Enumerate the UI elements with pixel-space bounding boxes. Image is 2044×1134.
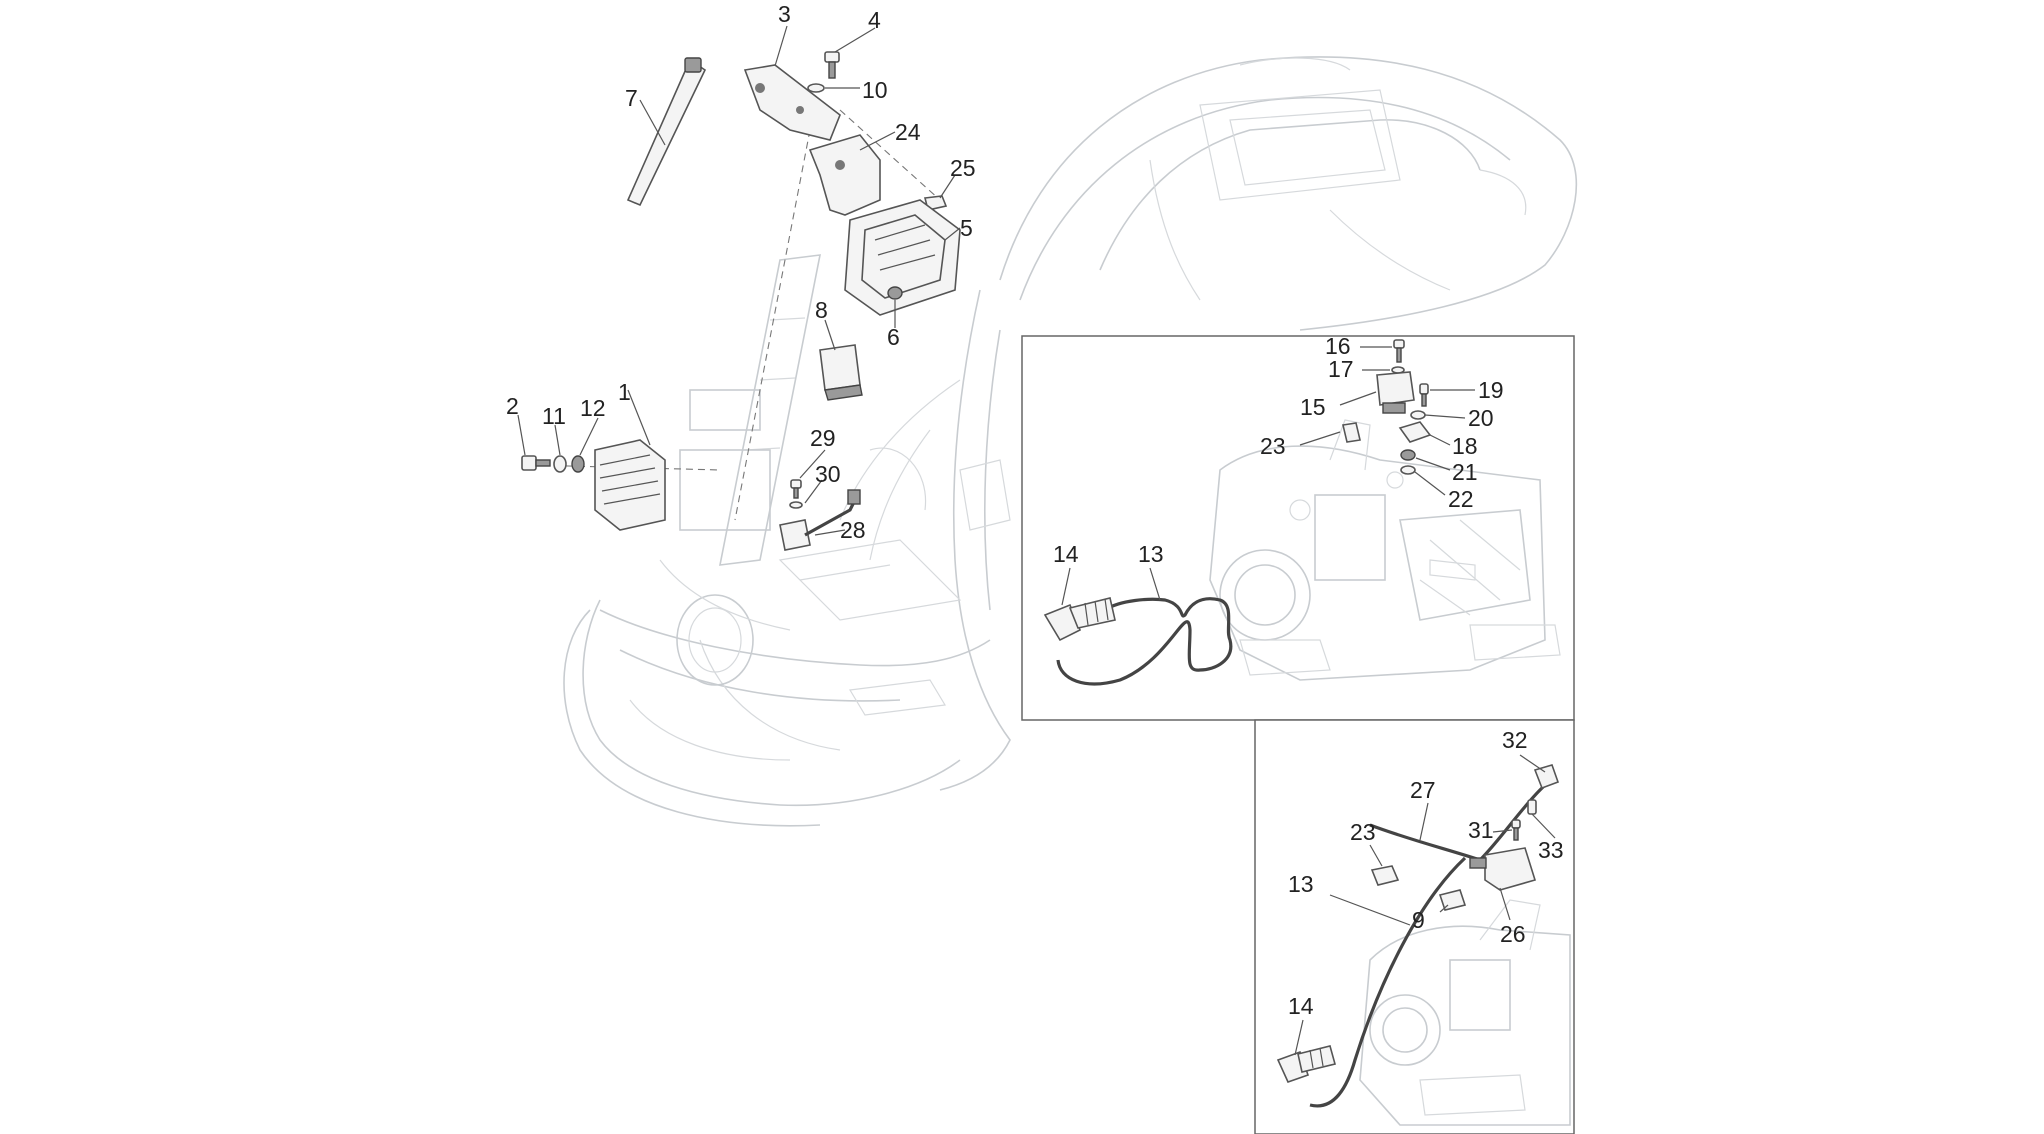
label-18: 18 (1452, 433, 1478, 459)
support-plate[interactable] (808, 134, 881, 216)
label-14b: 14 (1288, 993, 1314, 1019)
ht-cable-32[interactable] (1478, 764, 1560, 862)
label-12: 12 (580, 395, 606, 421)
ht-cable-13b[interactable] (1309, 856, 1467, 1108)
nut-6[interactable] (887, 286, 903, 300)
label-3: 3 (778, 1, 791, 27)
mounting-bracket[interactable] (743, 64, 841, 141)
inset-engine-detail (1021, 335, 1575, 721)
ht-cable-13[interactable] (1056, 597, 1233, 686)
label-2: 2 (506, 393, 519, 419)
label-11: 11 (542, 403, 566, 429)
gasket-22[interactable] (1400, 465, 1416, 475)
relay[interactable] (819, 344, 863, 401)
starter-switch-15[interactable] (1376, 371, 1415, 414)
label-10: 10 (862, 77, 888, 103)
sensor-28[interactable] (779, 489, 861, 551)
washer-10[interactable] (807, 83, 825, 93)
label-33: 33 (1538, 837, 1564, 863)
sensor-23[interactable] (1342, 422, 1361, 443)
engine-sketch-bottom (1359, 899, 1571, 1126)
label-27: 27 (1410, 777, 1436, 803)
label-26: 26 (1500, 921, 1526, 947)
inset-bottom-leaders (1294, 754, 1556, 1056)
screw-16[interactable] (1393, 339, 1405, 363)
label-31: 31 (1468, 817, 1494, 843)
inset-top-leaders (1061, 346, 1475, 606)
assembly-axis (734, 129, 811, 521)
label-22: 22 (1448, 486, 1474, 512)
ht-cable-27[interactable] (1369, 823, 1481, 862)
label-17: 17 (1328, 356, 1354, 382)
label-29: 29 (810, 425, 836, 451)
screw-4[interactable] (824, 51, 840, 79)
washer-20[interactable] (1410, 410, 1426, 420)
label-24: 24 (895, 119, 921, 145)
label-5: 5 (960, 215, 973, 241)
label-21: 21 (1452, 459, 1478, 485)
label-4: 4 (868, 7, 881, 33)
assembly-axis-bolt (839, 109, 941, 201)
screw-19[interactable] (1419, 383, 1429, 407)
label-16: 16 (1325, 333, 1351, 359)
connector-33[interactable] (1527, 799, 1537, 815)
label-28: 28 (840, 517, 866, 543)
clip-23b[interactable] (1370, 865, 1400, 886)
label-20: 20 (1468, 405, 1494, 431)
label-6: 6 (887, 324, 900, 350)
regulator-bolt[interactable] (521, 455, 551, 471)
label-25: 25 (950, 155, 976, 181)
main-part-labels: 3 4 7 10 24 25 5 8 6 2 11 12 1 29 30 28 (506, 1, 976, 543)
inset-top-labels: 16 17 15 19 20 23 18 21 22 14 13 (1053, 333, 1504, 567)
label-32: 32 (1502, 727, 1528, 753)
spark-plug-cap-14[interactable] (1043, 597, 1116, 642)
clamp-9[interactable] (1438, 889, 1467, 911)
label-13: 13 (1138, 541, 1164, 567)
label-19: 19 (1478, 377, 1504, 403)
label-14: 14 (1053, 541, 1079, 567)
assembly-axis-regulator (529, 464, 721, 471)
label-30: 30 (815, 461, 841, 487)
label-23b: 23 (1350, 819, 1376, 845)
washer-11[interactable] (553, 455, 567, 473)
ignition-coil-26[interactable] (1469, 847, 1537, 891)
screw-31[interactable] (1511, 819, 1521, 841)
label-13b: 13 (1288, 871, 1314, 897)
spark-plug-cap-14b[interactable] (1276, 1045, 1336, 1083)
inset-bottom-labels: 32 27 31 23 33 13 9 26 14 (1288, 727, 1564, 1019)
washer-12[interactable] (571, 455, 585, 473)
label-9: 9 (1412, 907, 1425, 933)
voltage-regulator[interactable] (594, 439, 666, 531)
label-23: 23 (1260, 433, 1286, 459)
label-8: 8 (815, 297, 828, 323)
control-unit[interactable] (844, 199, 961, 316)
scooter-body-sketch (563, 56, 1578, 827)
spring-21[interactable] (1400, 449, 1416, 461)
cable-tie[interactable] (626, 57, 707, 207)
label-15: 15 (1300, 394, 1326, 420)
engine-sketch-top (1209, 419, 1561, 681)
washer-30[interactable] (789, 501, 803, 509)
main-leaders (517, 25, 961, 536)
label-7: 7 (625, 85, 638, 111)
screw-29[interactable] (790, 479, 802, 499)
label-1: 1 (618, 379, 631, 405)
